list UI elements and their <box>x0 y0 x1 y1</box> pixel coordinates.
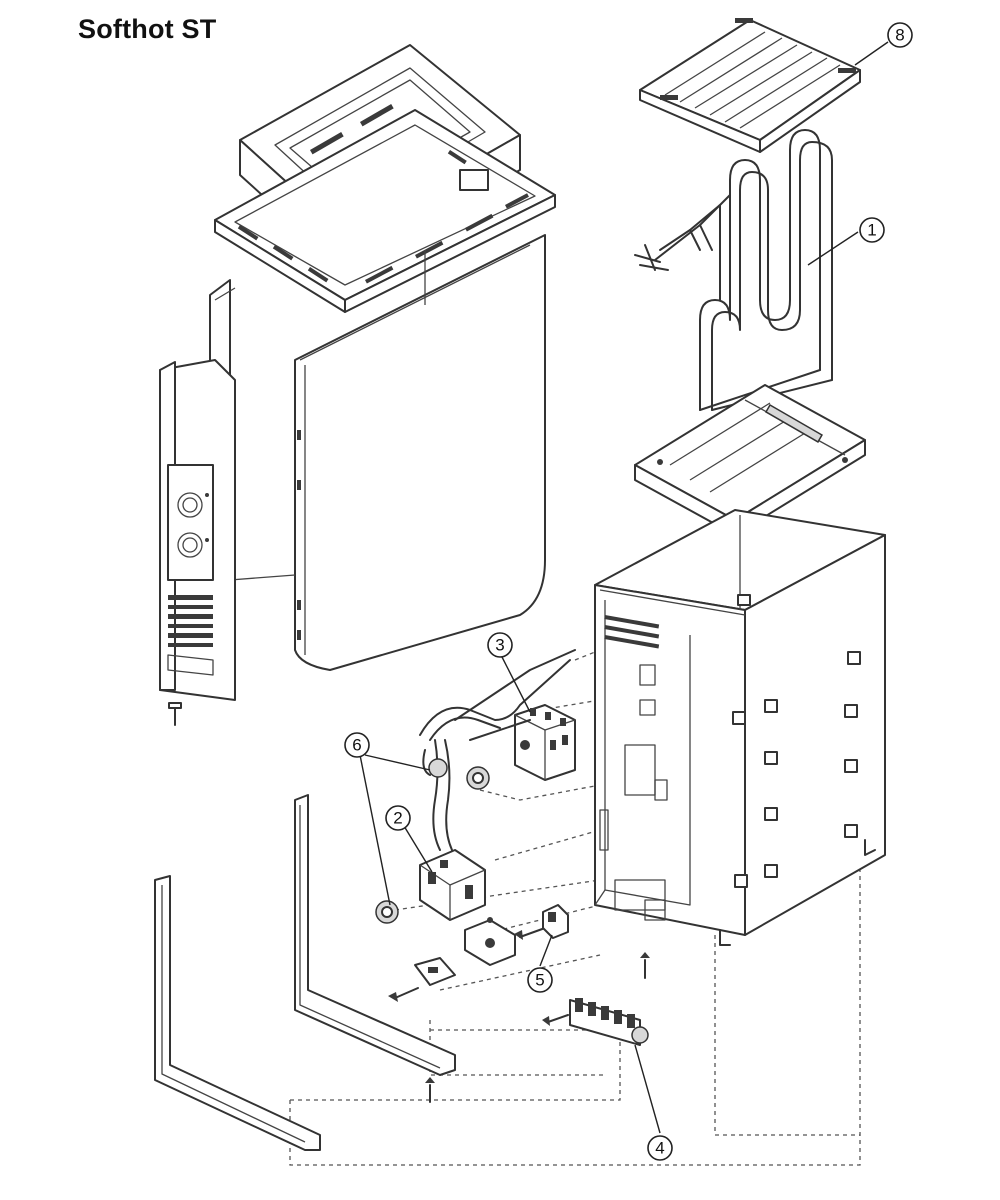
element-support-plate <box>634 384 866 536</box>
callout-1: 1 <box>859 217 885 243</box>
callout-6: 6 <box>344 732 370 758</box>
callout-1-label: 1 <box>867 221 876 240</box>
callout-5-label: 5 <box>535 971 544 990</box>
thermostat-switch <box>419 849 486 921</box>
callout-3: 3 <box>487 632 513 658</box>
outer-casing-shell <box>209 234 546 671</box>
callout-2: 2 <box>385 805 411 831</box>
base-foot-rear <box>294 794 456 1076</box>
callout-4: 4 <box>647 1135 673 1161</box>
contactor-unit <box>514 704 576 781</box>
callout-8-label: 8 <box>895 26 904 45</box>
body-screw <box>640 952 650 979</box>
callout-6-label: 6 <box>352 736 361 755</box>
main-body-frame <box>594 509 886 946</box>
callout-3-label: 3 <box>495 636 504 655</box>
front-control-panel <box>159 359 236 726</box>
heating-elements <box>634 129 833 411</box>
page-title: Softhot ST <box>78 14 217 44</box>
grommets <box>375 758 490 924</box>
overheat-protector <box>542 904 569 939</box>
base-foot-front <box>154 875 321 1151</box>
callout-2-label: 2 <box>393 809 402 828</box>
callout-8: 8 <box>887 22 913 48</box>
middle-frame-ring <box>214 109 556 313</box>
callout-leaders <box>359 41 889 1134</box>
callout-4-label: 4 <box>655 1139 664 1158</box>
terminal-block <box>569 998 649 1046</box>
stone-grate <box>639 18 861 153</box>
callout-5: 5 <box>527 967 553 993</box>
mounting-bracket <box>414 917 516 986</box>
wiring-harness <box>419 649 576 851</box>
screws <box>388 927 569 1103</box>
